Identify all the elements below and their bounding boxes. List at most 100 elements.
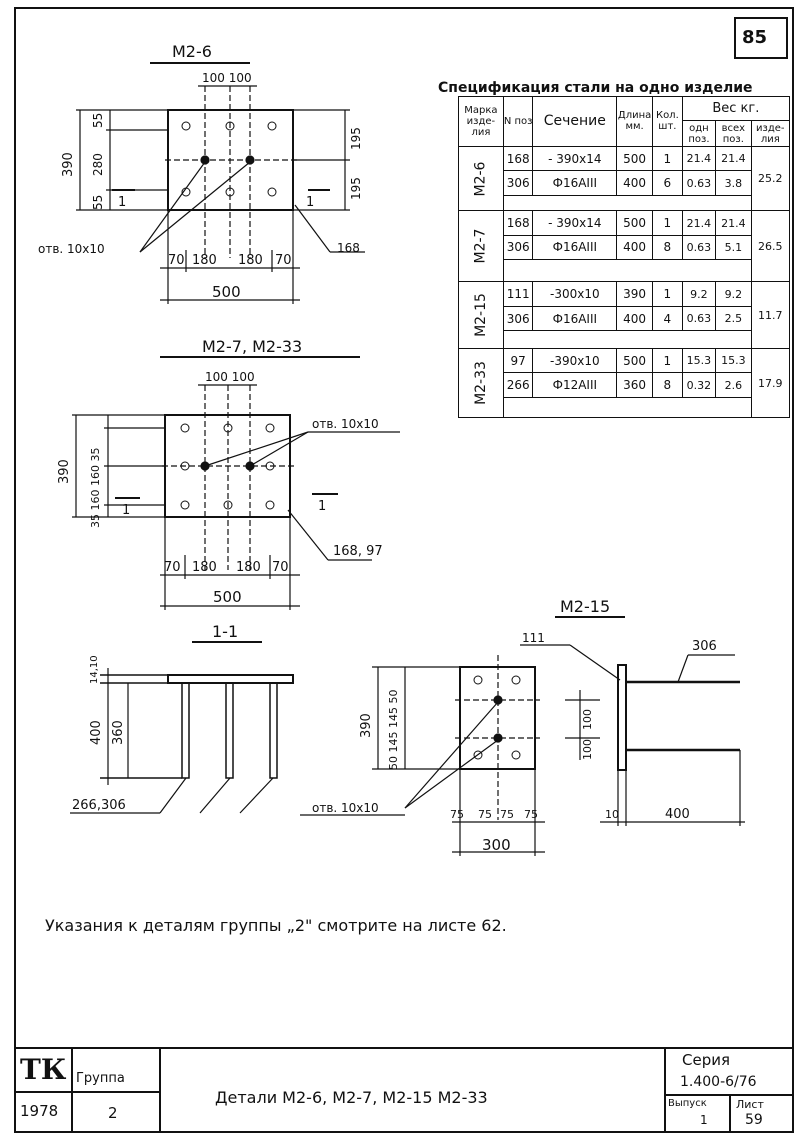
cell-weight-one: 15.3: [681, 347, 717, 374]
m2-6-left-total: 390: [61, 152, 76, 177]
m2-15-left-total: 390: [359, 713, 374, 738]
cell-section: -390x10: [532, 347, 618, 374]
cell-section: Ф12АIII: [532, 372, 618, 398]
m2-15-left-parts: 50 145 145 50: [387, 689, 400, 770]
org-code: ТК: [20, 1053, 67, 1086]
cell-qty: 1: [652, 281, 683, 307]
item-mark-cell: М2-33: [458, 348, 504, 418]
cell-weight-one: 0.32: [681, 372, 717, 398]
m2-15-bottom-75b: 75: [478, 808, 492, 821]
cell-qty: 6: [652, 170, 683, 196]
cell-section: -300x10: [532, 281, 618, 307]
cell-length: 400: [616, 170, 654, 196]
m2-15-bottom-75c: 75: [500, 808, 514, 821]
cell-weight-one: 0.63: [681, 234, 717, 261]
cell-weight-one: 21.4: [681, 210, 717, 236]
cell-weight-one: 0.63: [681, 170, 717, 196]
m2-6-right-195b: 195: [349, 177, 363, 200]
cell-weight-all: 21.4: [715, 210, 752, 236]
m2-15-side-dim-10: 10: [605, 808, 619, 821]
group-note: Указания к деталям группы „2" смотрите н…: [45, 916, 507, 935]
drawing-m2-15: [300, 616, 745, 856]
m2-6-right-195a: 195: [349, 127, 363, 150]
m2-7-left-total: 390: [57, 459, 72, 484]
item-mark-cell: М2-7: [458, 210, 504, 283]
cell-weight-one: 0.63: [681, 305, 717, 332]
section-1-1-title: 1-1: [212, 622, 239, 641]
section-1-1-dim-400: 400: [89, 720, 104, 745]
m2-7-overall: 500: [213, 588, 242, 606]
m2-6-hole-label: отв. 10x10: [38, 242, 105, 256]
m2-7-left-parts: 35 160 160 35: [89, 447, 102, 528]
cell-weight-one: 21.4: [681, 145, 717, 172]
cell-length: 400: [616, 305, 654, 332]
cell-length: 390: [616, 281, 654, 307]
m2-6-part-label: 168: [337, 241, 360, 255]
m2-6-left-280: 280: [91, 153, 105, 176]
cell-weight-item: 26.5: [750, 210, 791, 283]
sheet-number-box: [734, 17, 788, 59]
cell-weight-all: 2.5: [715, 305, 752, 332]
m2-6-top-dim: 100 100: [202, 71, 252, 85]
m2-15-side-dim-400: 400: [665, 807, 690, 822]
m2-6-section-mark-right: 1: [306, 195, 315, 210]
cell-length: 500: [616, 145, 654, 172]
m2-6-bottom-180b: 180: [238, 253, 263, 268]
group-label: Группа: [76, 1071, 125, 1086]
m2-6-section-mark-left: 1: [118, 195, 127, 210]
sheet-label: Лист: [736, 1098, 764, 1111]
drawing-m2-7: [72, 356, 400, 610]
issue-number: 1: [700, 1113, 708, 1127]
item-mark-cell: М2-15: [458, 281, 504, 349]
cell-weight-all: 15.3: [715, 347, 752, 374]
cell-pos: 111: [502, 281, 534, 307]
header-weight-item: изде-лия: [750, 120, 791, 147]
cell-weight-all: 2.6: [715, 372, 752, 398]
sheet-number: 85: [742, 27, 768, 48]
header-weight-all: всех поз.: [715, 120, 752, 147]
item-mark: М2-7: [472, 228, 489, 264]
m2-7-bottom-180b: 180: [236, 560, 261, 575]
group-number: 2: [108, 1104, 118, 1122]
cell-length: 400: [616, 234, 654, 261]
m2-6-left-55a: 55: [91, 112, 105, 128]
cell-section: Ф16АIII: [532, 234, 618, 261]
m2-7-bottom-70a: 70: [164, 560, 181, 575]
m2-6-bottom-70b: 70: [275, 253, 292, 268]
m2-7-bottom-70b: 70: [272, 560, 289, 575]
cell-qty: 8: [652, 372, 683, 398]
issue-label: Выпуск: [668, 1098, 707, 1109]
cell-pos: 266: [502, 372, 534, 398]
header-pos: N поз: [502, 96, 534, 147]
cell-length: 500: [616, 347, 654, 374]
m2-15-hole-label: отв. 10x10: [312, 801, 379, 815]
m2-15-bottom-75d: 75: [524, 808, 538, 821]
spec-title: Спецификация стали на одно изделие: [438, 80, 753, 96]
m2-6-left-55b: 55: [91, 194, 105, 210]
cell-qty: 1: [652, 210, 683, 236]
header-weight-one: одн поз.: [681, 120, 717, 147]
sheet-frame: [14, 7, 794, 1133]
m2-15-title: М2-15: [560, 597, 611, 616]
sheet-page-number: 59: [745, 1112, 763, 1128]
cell-qty: 8: [652, 234, 683, 261]
m2-7-part-label: 168, 97: [333, 544, 383, 559]
drawing-section-1-1: [70, 641, 294, 814]
m2-6-overall: 500: [212, 283, 241, 301]
m2-15-side-part: 306: [692, 639, 717, 654]
cell-length: 360: [616, 372, 654, 398]
cell-weight-item: 11.7: [750, 281, 791, 349]
cell-weight-item: 25.2: [750, 145, 791, 212]
header-section: Сечение: [532, 96, 618, 147]
cell-pos: 168: [502, 210, 534, 236]
m2-7-hole-label: отв. 10x10: [312, 417, 379, 431]
cell-section: Ф16АIII: [532, 170, 618, 196]
m2-7-section-mark-left: 1: [122, 503, 131, 518]
cell-weight-one: 9.2: [681, 281, 717, 307]
cell-pos: 306: [502, 234, 534, 261]
cell-section: - 390x14: [532, 145, 618, 172]
item-mark: М2-15: [472, 293, 489, 338]
m2-6-title: М2-6: [172, 42, 212, 61]
header-length: Длина мм.: [616, 96, 654, 147]
